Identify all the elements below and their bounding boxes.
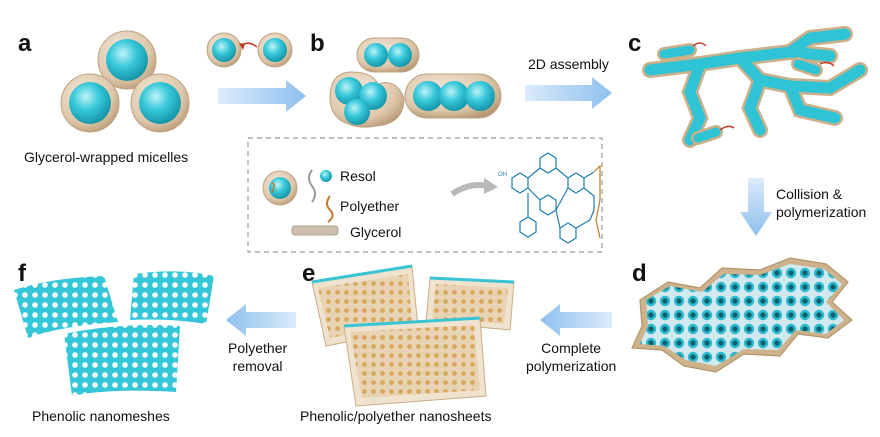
polyether-icon bbox=[326, 195, 334, 223]
step-complete: Complete polymerization bbox=[526, 340, 616, 375]
trimer-right bbox=[404, 73, 502, 119]
small-micelle-right bbox=[257, 32, 293, 68]
chem-polyether-chain bbox=[593, 164, 601, 239]
approach-arrowhead-icon bbox=[239, 43, 245, 50]
migration-arrows-icon bbox=[692, 42, 835, 131]
legend-arrowhead-icon bbox=[484, 178, 498, 194]
sheet-e-back-right bbox=[425, 276, 515, 331]
panel-label-d: d bbox=[632, 260, 647, 287]
micelle-top bbox=[97, 30, 157, 90]
arrow-c-to-d bbox=[740, 178, 772, 236]
step-removal-line1: Polyether bbox=[228, 340, 288, 356]
arrow-e-to-f bbox=[226, 304, 296, 336]
dimer-top bbox=[356, 37, 420, 73]
legend-polyether: Polyether bbox=[340, 198, 400, 214]
micelle-right bbox=[130, 73, 190, 133]
nanosheet-d bbox=[631, 257, 853, 373]
panel-label-e: e bbox=[302, 260, 316, 287]
step-collision-line1: Collision & bbox=[776, 186, 843, 202]
caption-phenolic-nanomeshes: Phenolic nanomeshes bbox=[32, 408, 170, 424]
chem-structure bbox=[511, 152, 595, 244]
step-collision-line2: polymerization bbox=[776, 203, 867, 220]
panel-label-a: a bbox=[18, 30, 32, 57]
trimer-left bbox=[329, 71, 405, 128]
step-collision: Collision & polymerization bbox=[776, 186, 866, 221]
panel-label-b: b bbox=[310, 30, 325, 57]
legend-arrow-icon bbox=[450, 182, 489, 197]
resol-icon bbox=[320, 170, 332, 182]
caption-phenolic-polyether: Phenolic/polyether nanosheets bbox=[300, 408, 492, 424]
legend-micelle-icon bbox=[262, 170, 298, 206]
legend-brace-icon bbox=[308, 169, 316, 203]
step-complete-line2: polymerization bbox=[526, 357, 617, 374]
legend-resol: Resol bbox=[340, 168, 376, 184]
mesh-f-front bbox=[64, 325, 180, 396]
branch-fragment-left bbox=[657, 43, 697, 61]
chem-oh-label: OH bbox=[498, 172, 507, 178]
sheet-e-front bbox=[343, 316, 487, 407]
panel-label-f: f bbox=[18, 260, 26, 287]
branch-network bbox=[642, 26, 868, 148]
panel-label-c: c bbox=[628, 30, 642, 57]
legend-glycerol: Glycerol bbox=[350, 224, 402, 240]
small-micelle-left bbox=[206, 32, 242, 68]
step-complete-line1: Complete bbox=[541, 340, 602, 356]
arrow-d-to-e bbox=[540, 304, 612, 336]
step-polyether-removal: Polyether removal bbox=[228, 340, 287, 375]
mesh-f-left bbox=[14, 276, 118, 338]
mesh-f-right bbox=[130, 271, 214, 324]
step-removal-line2: removal bbox=[232, 357, 283, 374]
caption-glycerol-micelles: Glycerol-wrapped micelles bbox=[24, 149, 189, 165]
branch-fragment-right bbox=[791, 57, 823, 77]
arrow-b-to-c bbox=[525, 77, 612, 109]
arrow-a-to-b bbox=[218, 80, 306, 112]
step-2d-assembly: 2D assembly bbox=[528, 56, 609, 72]
branch-fragment-bottom bbox=[691, 125, 723, 145]
micelle-left bbox=[60, 73, 120, 133]
glycerol-icon bbox=[291, 225, 339, 236]
